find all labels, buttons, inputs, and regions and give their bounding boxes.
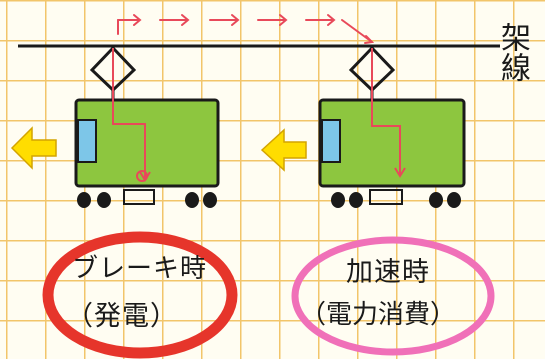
- current-flow-arrows: [117, 14, 375, 44]
- right-train: [260, 45, 466, 208]
- accelerating-circle: [291, 236, 495, 356]
- accelerating-title: 加速時: [346, 257, 430, 288]
- overhead-line-label: 架線: [495, 22, 530, 82]
- left-train-body: [74, 98, 220, 188]
- right-train-window: [321, 119, 341, 163]
- braking-title: ブレーキ時: [72, 254, 208, 284]
- right-train-body: [318, 98, 466, 188]
- left-wheel: [203, 192, 217, 208]
- left-wheel: [97, 192, 111, 208]
- right-motor-box: [369, 189, 403, 205]
- left-direction-arrow: [10, 126, 57, 170]
- braking-circle: [42, 231, 238, 359]
- left-train-window: [77, 119, 97, 163]
- right-direction-arrow: [260, 128, 307, 172]
- left-wheel: [77, 192, 91, 208]
- right-current-path: [371, 48, 406, 178]
- left-generator: [136, 170, 148, 182]
- braking-subtitle: （発電）: [66, 301, 178, 332]
- right-wheel: [331, 192, 345, 208]
- left-motor-box: [123, 189, 155, 205]
- right-wheel: [429, 192, 443, 208]
- left-wheel: [185, 192, 199, 208]
- left-train: [10, 45, 220, 208]
- accelerating-subtitle: （電力消費）: [300, 300, 457, 330]
- right-wheel: [447, 192, 461, 208]
- right-wheel: [349, 192, 363, 208]
